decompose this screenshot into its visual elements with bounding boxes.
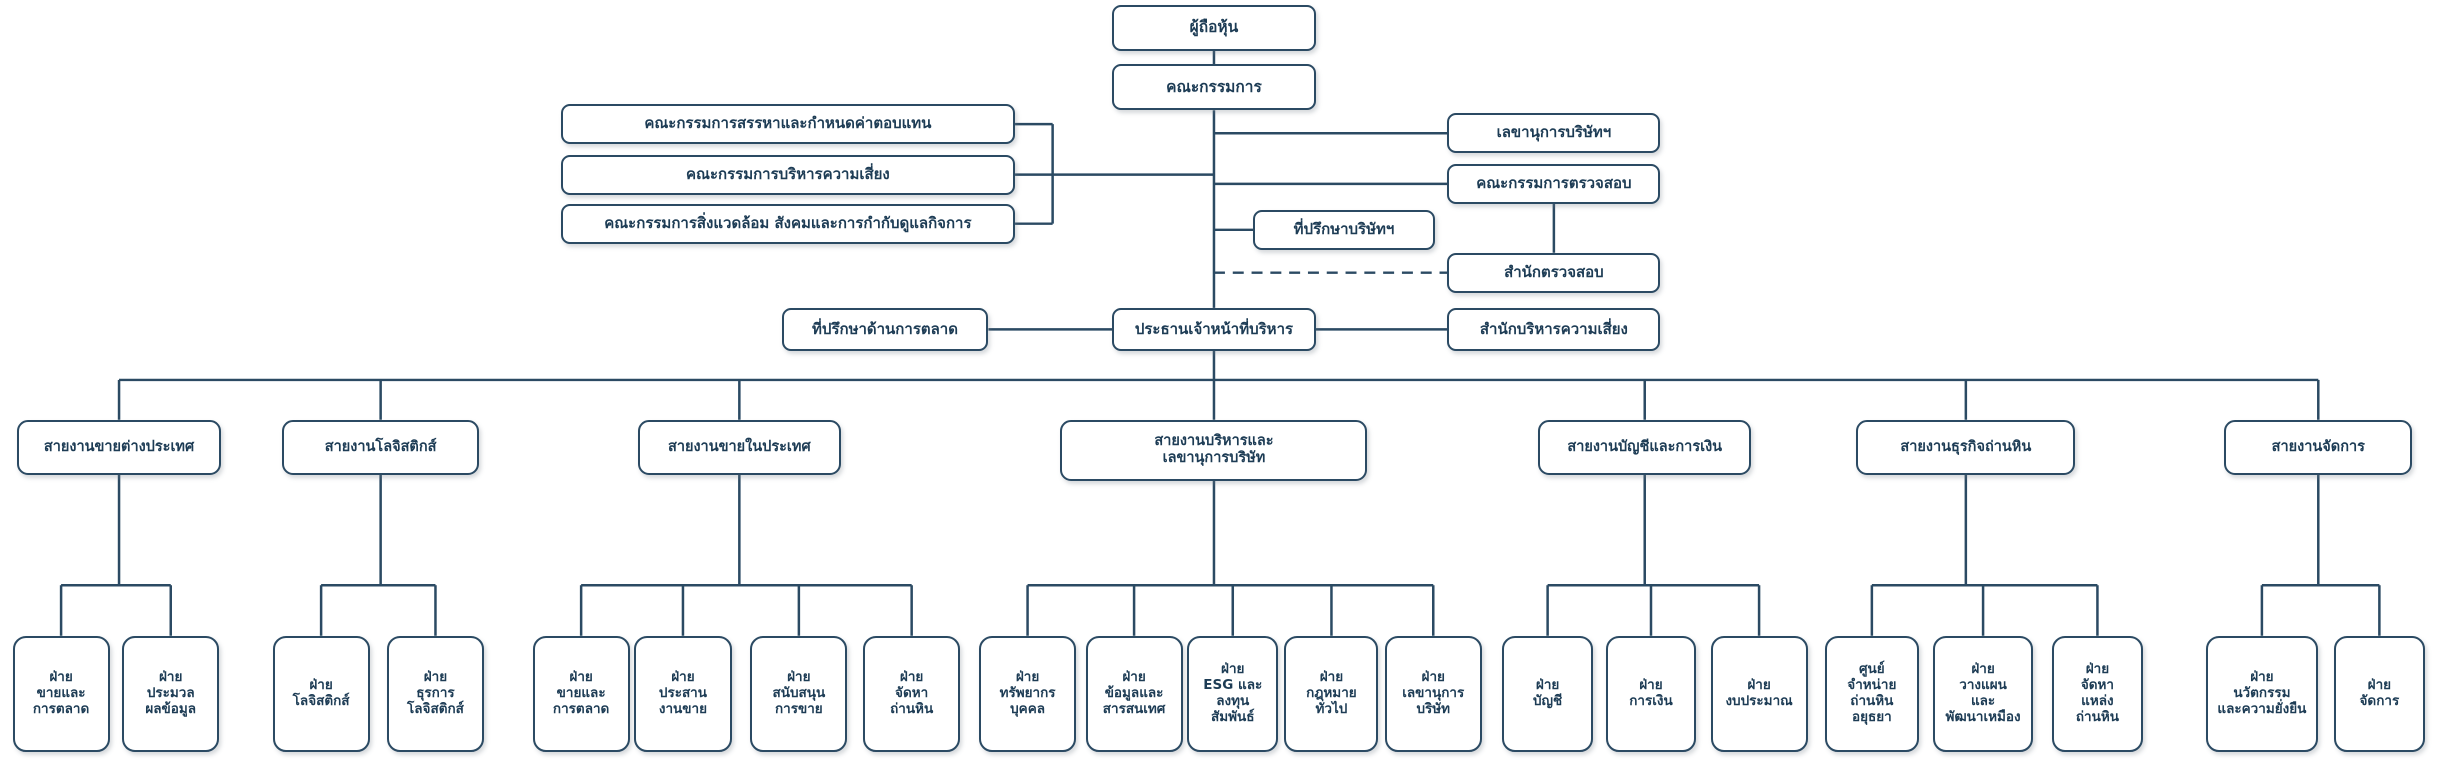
department-dept-hr[interactable]: ฝ่าย ทรัพยากร บุคคล: [979, 635, 1077, 753]
department-dept-sales-support[interactable]: ฝ่าย สนับสนุน การขาย: [750, 635, 848, 753]
node-label: ฝ่าย สนับสนุน การขาย: [772, 669, 826, 717]
node-label: ฝ่าย ขายและ การตลาด: [552, 669, 610, 717]
node-label: ฝ่าย กฎหมาย ทั่วไป: [1306, 669, 1357, 717]
node-label: ฝ่าย ประสาน งานขาย: [658, 669, 707, 717]
node-company-secretary[interactable]: เลขานุการบริษัทฯ: [1447, 113, 1661, 154]
division-admin-sec[interactable]: สายงานบริหารและ เลขานุการบริษัท: [1060, 419, 1368, 482]
node-label: ที่ปรึกษาด้านการตลาด: [812, 319, 958, 338]
node-board[interactable]: คณะกรรมการ: [1112, 64, 1316, 111]
division-domestic[interactable]: สายงานขายในประเทศ: [637, 419, 842, 475]
department-dept-coal-procure[interactable]: ฝ่าย จัดหา ถ่านหิน: [863, 635, 961, 753]
division-accounting[interactable]: สายงานบัญชีและการเงิน: [1538, 419, 1752, 475]
department-dept-management[interactable]: ฝ่าย จัดการ: [2333, 635, 2425, 753]
node-nomination-committee[interactable]: คณะกรรมการสรรหาและกำหนดค่าตอบแทน: [560, 104, 1016, 144]
node-label: ฝ่าย ข้อมูลและ สารสนเทศ: [1102, 669, 1166, 717]
node-audit-committee[interactable]: คณะกรรมการตรวจสอบ: [1447, 163, 1661, 204]
node-label: ประธานเจ้าหน้าที่บริหาร: [1134, 319, 1294, 338]
department-dept-corp-secretary[interactable]: ฝ่าย เลขานุการ บริษัท: [1384, 635, 1482, 753]
department-dept-legal[interactable]: ฝ่าย กฎหมาย ทั่วไป: [1284, 635, 1379, 753]
node-label: สำนักตรวจสอบ: [1504, 262, 1604, 281]
node-label: ฝ่าย โลจิสติกส์: [292, 677, 350, 709]
department-dept-mine-planning[interactable]: ฝ่าย วางแผน และ พัฒนาเหมือง: [1932, 635, 2034, 753]
division-intl-sales[interactable]: สายงานขายต่างประเทศ: [17, 419, 221, 475]
node-risk-committee[interactable]: คณะกรรมการบริหารความเสี่ยง: [560, 154, 1016, 195]
node-label: ฝ่าย ธุรการ โลจิสติกส์: [407, 669, 464, 717]
node-label: ฝ่าย ประมวล ผลข้อมูล: [145, 669, 197, 717]
node-label: ฝ่าย เลขานุการ บริษัท: [1402, 669, 1465, 717]
node-label: สำนักบริหารความเสี่ยง: [1479, 319, 1628, 338]
node-label: ที่ปรึกษาบริษัทฯ: [1293, 219, 1395, 238]
node-label: ฝ่าย การเงิน: [1629, 677, 1673, 709]
department-dept-logistics-admin[interactable]: ฝ่าย ธุรการ โลจิสติกส์: [386, 635, 484, 753]
department-dept-data-processing[interactable]: ฝ่าย ประมวล ผลข้อมูล: [122, 635, 220, 753]
node-label: ฝ่าย วางแผน และ พัฒนาเหมือง: [1945, 661, 2021, 725]
node-audit-office[interactable]: สำนักตรวจสอบ: [1447, 252, 1661, 293]
node-marketing-advisor[interactable]: ที่ปรึกษาด้านการตลาด: [781, 307, 989, 351]
department-dept-esg-ir[interactable]: ฝ่าย ESG และ ลงทุน สัมพันธ์: [1187, 635, 1279, 753]
node-label: คณะกรรมการสรรหาและกำหนดค่าตอบแทน: [644, 114, 932, 133]
department-dept-accounting[interactable]: ฝ่าย บัญชี: [1502, 635, 1594, 753]
node-label: คณะกรรมการบริหารความเสี่ยง: [686, 164, 890, 183]
node-risk-office[interactable]: สำนักบริหารความเสี่ยง: [1447, 307, 1661, 351]
node-label: คณะกรรมการตรวจสอบ: [1476, 173, 1632, 192]
department-dept-ayutthaya-center[interactable]: ศูนย์ จำหน่าย ถ่านหิน อยุธยา: [1824, 635, 1919, 753]
department-dept-sales-marketing-2[interactable]: ฝ่าย ขายและ การตลาด: [532, 635, 630, 753]
node-esg-committee[interactable]: คณะกรรมการสิ่งแวดล้อม สังคมและการกำกับดู…: [560, 203, 1016, 244]
department-dept-logistics[interactable]: ฝ่าย โลจิสติกส์: [272, 635, 370, 753]
node-label: สายงานธุรกิจถ่านหิน: [1900, 438, 2032, 455]
node-ceo[interactable]: ประธานเจ้าหน้าที่บริหาร: [1112, 307, 1316, 351]
department-dept-sales-marketing-1[interactable]: ฝ่าย ขายและ การตลาด: [12, 635, 110, 753]
node-label: ฝ่าย จัดการ: [2359, 677, 2400, 709]
department-dept-finance[interactable]: ฝ่าย การเงิน: [1605, 635, 1697, 753]
node-company-advisor[interactable]: ที่ปรึกษาบริษัทฯ: [1253, 209, 1435, 250]
division-coal-biz[interactable]: สายงานธุรกิจถ่านหิน: [1856, 419, 2076, 475]
node-label: สายงานโลจิสติกส์: [324, 438, 437, 455]
node-label: ฝ่าย งบประมาณ: [1725, 677, 1793, 709]
department-dept-sales-coord[interactable]: ฝ่าย ประสาน งานขาย: [634, 635, 732, 753]
node-shareholders[interactable]: ผู้ถือหุ้น: [1112, 4, 1316, 51]
node-label: ฝ่าย ขายและ การตลาด: [32, 669, 90, 717]
division-logistics[interactable]: สายงานโลจิสติกส์: [281, 419, 480, 475]
node-label: ศูนย์ จำหน่าย ถ่านหิน อยุธยา: [1847, 661, 1897, 725]
node-label: เลขานุการบริษัทฯ: [1496, 123, 1612, 142]
node-label: คณะกรรมการ: [1166, 78, 1262, 97]
department-dept-budget[interactable]: ฝ่าย งบประมาณ: [1710, 635, 1808, 753]
department-dept-innovation[interactable]: ฝ่าย นวัตกรรม และความยั่งยืน: [2205, 635, 2319, 753]
node-label: คณะกรรมการสิ่งแวดล้อม สังคมและการกำกับดู…: [604, 213, 972, 232]
node-label: สายงานขายในประเทศ: [667, 438, 811, 455]
node-label: ฝ่าย นวัตกรรม และความยั่งยืน: [2217, 669, 2307, 717]
node-label: ฝ่าย ESG และ ลงทุน สัมพันธ์: [1203, 661, 1263, 725]
node-label: สายงานบัญชีและการเงิน: [1567, 438, 1723, 455]
node-label: ฝ่าย จัดหา ถ่านหิน: [890, 669, 934, 717]
node-label: ผู้ถือหุ้น: [1189, 18, 1239, 37]
node-label: สายงานขายต่างประเทศ: [43, 438, 195, 455]
node-label: สายงานจัดการ: [2271, 438, 2365, 455]
department-dept-info-it[interactable]: ฝ่าย ข้อมูลและ สารสนเทศ: [1085, 635, 1183, 753]
node-label: ฝ่าย ทรัพยากร บุคคล: [999, 669, 1056, 717]
department-dept-coal-sourcing[interactable]: ฝ่าย จัดหา แหล่ง ถ่านหิน: [2051, 635, 2143, 753]
node-label: ฝ่าย จัดหา แหล่ง ถ่านหิน: [2075, 661, 2119, 725]
division-management[interactable]: สายงานจัดการ: [2224, 419, 2413, 475]
node-label: ฝ่าย บัญชี: [1532, 677, 1563, 709]
node-label: สายงานบริหารและ เลขานุการบริษัท: [1154, 433, 1274, 467]
